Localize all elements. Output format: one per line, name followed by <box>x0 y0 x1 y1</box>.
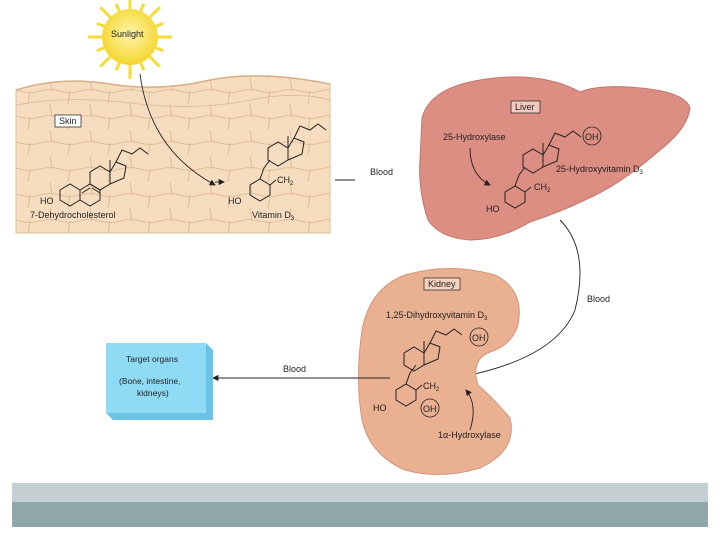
kidney-enzyme-arrow <box>465 389 474 431</box>
sun-ray <box>148 55 161 68</box>
skin-label: Skin <box>59 116 77 126</box>
skin-panel <box>15 75 331 234</box>
target-organs-box <box>106 343 213 420</box>
kidney-label: Kidney <box>428 279 456 289</box>
kidney-shape <box>358 268 520 476</box>
kidney-ho-label: HO <box>373 403 387 413</box>
sun-ray <box>139 62 146 71</box>
liver-ch2-label: CH2 <box>534 182 551 194</box>
kidney-product-label: 1,25-Dihydroxyvitamin D3 <box>386 310 488 322</box>
sun-ray <box>114 3 121 12</box>
sun-ray <box>99 55 112 68</box>
blood-label-2: Blood <box>587 294 610 304</box>
skin-ch2-label: CH2 <box>277 175 294 187</box>
skin-vitd-ho-label: HO <box>228 196 242 206</box>
liver-enzyme-label: 25-Hydroxylase <box>443 132 506 142</box>
precursor-label: 7-Dehydrocholesterol <box>30 210 116 220</box>
footer-band-light <box>12 483 708 502</box>
sun-ray <box>139 3 146 12</box>
footer-band-dark <box>12 502 708 527</box>
sun-ray <box>96 46 105 53</box>
liver-product-label: 25-Hydroxyvitamin D3 <box>556 164 644 176</box>
sunlight-label: Sunlight <box>111 29 144 39</box>
sun-ray <box>114 62 121 71</box>
vitamin-d3-structure <box>249 123 327 202</box>
liver-label: Liver <box>515 102 535 112</box>
kidney-label-box <box>423 277 461 291</box>
skin-label-box <box>54 114 82 128</box>
vitamin-d3-label: Vitamin D3 <box>252 210 295 222</box>
target-organs-title: Target organs <box>126 354 178 364</box>
sun-ray <box>148 6 161 19</box>
kidney-ch2-label: CH2 <box>423 381 440 393</box>
liver-oh-label: OH <box>585 132 599 142</box>
target-organs-line1: (Bone, intestine, <box>119 376 180 386</box>
dehydrocholesterol-structure <box>59 147 149 207</box>
dihydroxyvitamin-d3-structure <box>395 328 463 407</box>
sun-ray <box>96 21 105 28</box>
liver-enzyme-arrow <box>469 147 491 186</box>
kidney-oh-label-1: OH <box>472 333 486 343</box>
kidney-oh-circle-2 <box>420 398 440 418</box>
liver-ho-label: HO <box>486 204 500 214</box>
liver-oh-circle <box>582 126 602 146</box>
kidney-enzyme-label: 1α-Hydroxylase <box>438 430 501 440</box>
skin-ho-label: HO <box>40 196 54 206</box>
blood-label-1: Blood <box>370 167 393 177</box>
blood-label-3: Blood <box>283 364 306 374</box>
kidney-oh-circle-1 <box>469 327 489 347</box>
target-organs-line2: kidneys) <box>137 388 169 398</box>
sunlight-arrow <box>139 73 216 186</box>
sun-icon <box>88 0 172 79</box>
liver-label-box <box>510 100 541 114</box>
kidney-oh-label-2: OH <box>423 404 437 414</box>
hydroxyvitamin-d3-structure <box>504 130 582 209</box>
sun-ray <box>155 21 164 28</box>
sun-ray <box>99 6 112 19</box>
sun-ray <box>155 46 164 53</box>
liver-shape <box>419 76 691 241</box>
liver-to-kidney-arrow <box>454 219 581 381</box>
